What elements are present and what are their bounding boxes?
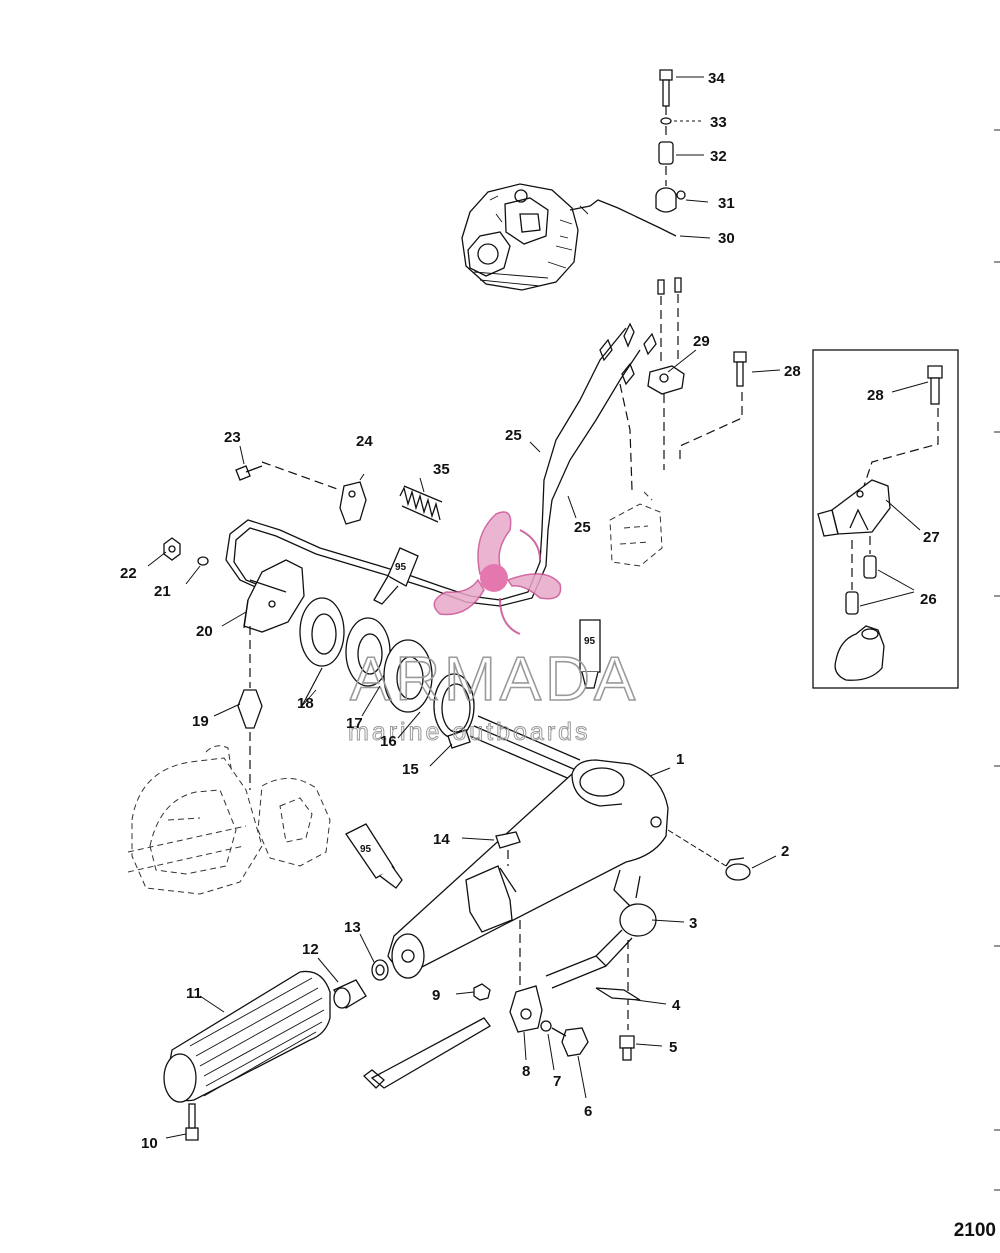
push-pin-19 (237, 626, 263, 790)
stud-15 (447, 729, 471, 749)
grease-tube-95-c: 95 (345, 823, 403, 889)
part-label-1: 1 (676, 751, 684, 768)
spring-35 (399, 485, 443, 523)
tube-label: 95 (584, 636, 596, 647)
part-label-28-inset: 28 (867, 387, 884, 404)
inset-detail-box (812, 349, 959, 689)
part-label-24: 24 (356, 433, 373, 450)
part-label-2: 2 (781, 843, 789, 860)
part-label-12: 12 (302, 941, 319, 958)
part-label-11: 11 (186, 985, 202, 1002)
bushings-16-18 (299, 597, 475, 739)
friction-block-8 (363, 920, 589, 1089)
stack-parts-31-34 (655, 69, 686, 213)
part-label-15: 15 (402, 761, 419, 778)
handle-cables (469, 715, 581, 781)
part-label-34: 34 (708, 70, 725, 87)
edge-ticks (994, 129, 1000, 1191)
grease-tube-95-a: 95 (373, 547, 419, 605)
part-label-19: 19 (192, 713, 209, 730)
engine-block-ghost (127, 745, 331, 895)
reference-bracket-ghost (609, 491, 663, 567)
part-label-8: 8 (522, 1063, 530, 1080)
part-label-25-upper: 25 (505, 427, 522, 444)
part-label-32: 32 (710, 148, 727, 165)
plug-2 (725, 857, 751, 881)
part-label-33: 33 (710, 114, 727, 131)
part-label-14: 14 (433, 831, 450, 848)
tube-label: 95 (360, 844, 372, 855)
part-label-9: 9 (432, 987, 440, 1004)
part-label-3: 3 (689, 915, 697, 932)
part-label-5: 5 (669, 1039, 677, 1056)
part-label-21: 21 (154, 583, 171, 600)
tiller-handle-1 (387, 759, 669, 979)
part-label-31: 31 (718, 195, 735, 212)
throttle-link-rod (569, 199, 677, 237)
plate-20 (163, 537, 305, 633)
part-label-29: 29 (693, 333, 710, 350)
screw-28 (733, 351, 747, 387)
part-label-26: 26 (920, 591, 937, 608)
watermark-logo (433, 511, 562, 635)
watermark-brand: ARMADA (350, 645, 639, 714)
plate-14 (495, 831, 521, 849)
part-label-10: 10 (141, 1135, 158, 1152)
diagram-reference-number: 2100 (953, 1220, 996, 1241)
part-label-30: 30 (718, 230, 735, 247)
part-label-13: 13 (344, 919, 361, 936)
part-label-18: 18 (297, 695, 314, 712)
part-label-7: 7 (553, 1073, 561, 1090)
part-label-23: 23 (224, 429, 241, 446)
part-label-27: 27 (923, 529, 940, 546)
part-label-22: 22 (120, 565, 137, 582)
part-label-35: 35 (433, 461, 450, 478)
throttle-cam-assembly (619, 277, 743, 491)
cable-bracket-24 (235, 461, 367, 525)
watermark-tagline: marine outboards (348, 718, 591, 746)
part-label-20: 20 (196, 623, 213, 640)
carburetor-illustration (461, 183, 579, 291)
plate-4 (595, 987, 641, 1061)
stop-switch-3 (545, 869, 657, 1030)
grip-11 (163, 959, 389, 1141)
tube-label: 95 (395, 562, 407, 573)
part-label-6: 6 (584, 1103, 592, 1120)
leader-lines (147, 76, 929, 1139)
part-label-28-main: 28 (784, 363, 801, 380)
part-label-16: 16 (380, 733, 397, 750)
part-label-17: 17 (346, 715, 363, 732)
part-label-4: 4 (672, 997, 681, 1014)
part-label-25-lower: 25 (574, 519, 591, 536)
grease-tube-95-b: 95 (579, 619, 601, 689)
part-labels: 1 2 3 4 5 6 7 8 9 10 11 12 13 14 15 16 1… (120, 70, 940, 1152)
